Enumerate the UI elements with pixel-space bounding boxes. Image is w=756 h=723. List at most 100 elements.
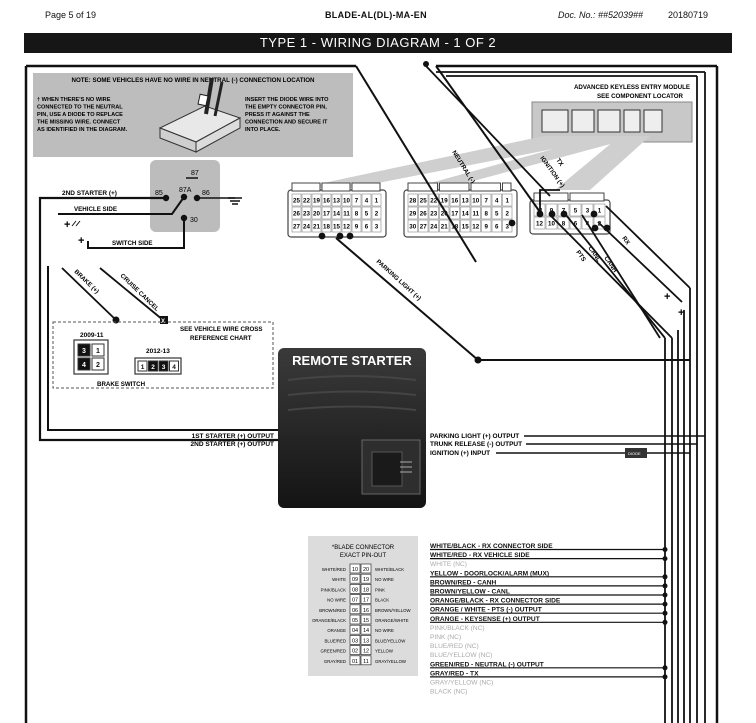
connector-pin-number: 24 <box>303 224 310 231</box>
connector-pin <box>569 216 582 230</box>
connector-pin <box>581 203 594 217</box>
pinout-left-color: BLUE/RED <box>325 638 347 643</box>
note-right-line: CONNECTION AND SECURE IT <box>245 120 328 126</box>
pinout-left-color: GREEN/RED <box>320 649 346 654</box>
relay-pin-87a: 87A <box>179 187 192 194</box>
connector-pin-number: 1 <box>506 198 510 205</box>
connector-pin <box>460 206 471 220</box>
wire-label: BLUE/YELLOW (NC) <box>430 652 492 659</box>
pinout-right-color: NO WIRE <box>375 577 394 582</box>
connector-pin <box>301 206 312 220</box>
connector-pin <box>439 219 450 233</box>
diode-connector-illustration <box>158 77 242 153</box>
connector-pin-number: 14 <box>462 211 469 218</box>
pinout-left-color: ORANGE/BLACK <box>312 618 346 623</box>
pinout-left-color: ORANGE <box>327 628 346 633</box>
connector-pin <box>460 193 471 207</box>
connector-pin <box>418 206 429 220</box>
connector-pin-number: 23 <box>430 211 437 218</box>
wire-label: YELLOW - DOORLOCK/ALARM (MUX) <box>430 570 549 577</box>
label-tx: TX <box>554 157 565 168</box>
connector-pin-number: 13 <box>462 198 469 205</box>
connector-pin-number: 22 <box>430 198 437 205</box>
first-starter-wire <box>47 266 280 431</box>
pinout-pin-a: 02 <box>352 649 358 655</box>
connector-pin-number: 3 <box>506 224 510 231</box>
pinout-right-color: BLACK <box>375 598 389 603</box>
pinout-right-color: ORANGE/WHITE <box>375 618 409 623</box>
pinout-pin-b: 15 <box>363 618 369 624</box>
switch-side-wire <box>87 218 185 249</box>
note-right-line: INTO PLACE. <box>245 127 281 133</box>
connector-pin-number: 1 <box>598 208 602 215</box>
pinout-right-color: YELLOW <box>375 649 394 654</box>
connector-pin-number: 15 <box>333 224 340 231</box>
connector-pin-number: 17 <box>451 211 458 218</box>
connector-pin-number: 23 <box>303 211 310 218</box>
pinout-pin-b: 18 <box>363 587 369 593</box>
note-left-line: PIN, USE A DIODE TO REPLACE <box>37 112 123 118</box>
connector-pin-number: 2 <box>506 211 510 218</box>
note-left-line: † WHEN THERE'S NO WIRE <box>37 97 111 103</box>
connector-pin <box>481 206 492 220</box>
note-title: NOTE: SOME VEHICLES HAVE NO WIRE IN NEUT… <box>71 77 315 84</box>
cruise-wire <box>99 267 164 321</box>
connector-pin <box>301 219 312 233</box>
pinout-left-color: BROWN/RED <box>319 608 346 613</box>
output-trunk: TRUNK RELEASE (-) OUTPUT <box>430 441 522 448</box>
connector-pin-number: 30 <box>409 224 416 231</box>
brake-pin: 3 <box>82 348 86 355</box>
connector-pin <box>407 219 418 233</box>
pinout-pin-a: 06 <box>352 608 358 614</box>
ake-connectors <box>541 109 663 133</box>
connector-pin <box>491 193 502 207</box>
wire-label: GREEN/RED - NEUTRAL (-) OUTPUT <box>430 661 544 668</box>
connector-pin-number: 21 <box>441 224 448 231</box>
note-right-line: INSERT THE DIODE WIRE INTO <box>245 97 329 103</box>
connector-pin-number: 20 <box>441 211 448 218</box>
label-brake-switch: BRAKE SWITCH <box>97 381 146 388</box>
plus-symbol: + <box>664 291 670 303</box>
connector-pin-number: 18 <box>323 224 330 231</box>
pinout-pin-b: 19 <box>363 577 369 583</box>
connector-pin <box>460 219 471 233</box>
connector-pin-number: 22 <box>303 198 310 205</box>
pinout-right-color: GRAY/YELLOW <box>375 659 407 664</box>
connector-pin-number: 6 <box>574 221 578 228</box>
document-date: 20180719 <box>668 10 709 20</box>
connector-pin <box>371 219 382 233</box>
connector-pin-number: 12 <box>343 224 350 231</box>
connector-pin-number: 28 <box>409 198 416 205</box>
locator-beam <box>300 136 620 188</box>
connector-pin <box>341 193 352 207</box>
connector-pin-number: 9 <box>355 224 359 231</box>
brake-pin: 4 <box>82 362 86 369</box>
pinout-right-color: PINK <box>375 587 385 592</box>
connector-pin <box>331 193 342 207</box>
connector-pin <box>428 206 439 220</box>
wire-label: BROWN/YELLOW - CANL <box>430 589 510 596</box>
connector-pin <box>311 193 322 207</box>
brake-pin: 4 <box>172 364 176 371</box>
connector-pin <box>470 219 481 233</box>
brake-pin: 2 <box>151 364 155 371</box>
output-first-starter: 1ST STARTER (+) OUTPUT <box>192 433 274 440</box>
connector-pin <box>311 206 322 220</box>
connector-pin <box>428 219 439 233</box>
wire-list: WHITE/BLACK - RX CONNECTOR SIDEWHITE/RED… <box>430 543 668 696</box>
connector-pin-number: 24 <box>430 224 437 231</box>
connector-pin <box>491 206 502 220</box>
pinout-pin-b: 16 <box>363 608 369 614</box>
connector-pin <box>470 193 481 207</box>
brake-pin: 2 <box>96 362 100 369</box>
connector-pin <box>593 203 606 217</box>
connector-pin <box>351 219 362 233</box>
wire-label: PINK (NC) <box>430 634 461 641</box>
pinout-pin-a: 04 <box>352 628 358 634</box>
relay-pin-85: 85 <box>155 190 163 197</box>
vehicle-connector-c: 119753112108642 <box>529 192 611 235</box>
brake-wire <box>61 267 117 321</box>
